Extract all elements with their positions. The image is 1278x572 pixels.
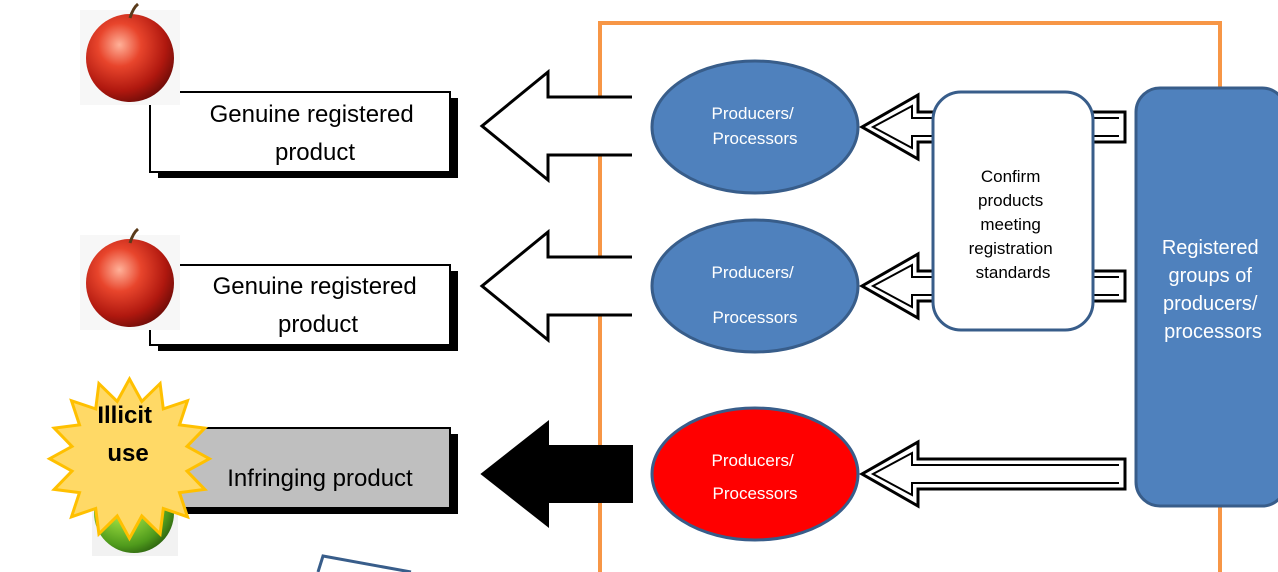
producers-ellipse-3 [650,406,860,542]
registered-groups-line-3: producers/ [1163,293,1258,315]
illicit-use-line-1: Illicit [97,402,152,429]
product-box-2 [149,264,451,346]
illicit-use-line-2: use [107,440,148,467]
producers-ellipse-3-label: Producers/ Processors [712,451,799,503]
registered-groups-box [1134,86,1278,508]
red-apple-icon [80,227,180,330]
confirm-line-3: meeting [980,215,1040,234]
output-arrow-2 [479,228,632,344]
producers-ellipse-2 [650,218,860,354]
output-arrow-1 [479,68,632,184]
product-box-3-line-1: Infringing product [227,465,413,492]
registered-groups-label: Registered groups of producers/ processo… [1162,237,1264,343]
product-box-1-line-2: product [275,139,355,166]
product-box-2-label: Genuine registered product [213,273,424,338]
confirm-standards-box [931,90,1095,332]
registered-groups-line-1: Registered [1162,237,1259,259]
illicit-use-label: Illicit use [97,402,158,467]
producers-ellipse-1-line-2: Processors [712,129,797,148]
red-apple-icon [80,2,180,105]
product-box-2-line-2: product [278,311,358,338]
producers-ellipse-1 [650,59,860,195]
product-box-1-label: Genuine registered product [210,101,421,166]
confirm-line-2: products [978,191,1043,210]
product-box-3-label: Infringing product [227,465,413,492]
confirm-line-5: standards [976,263,1051,282]
producers-ellipse-3-line-2: Processors [712,484,797,503]
registered-groups-line-2: groups of [1169,265,1253,287]
producers-ellipse-3-line-1: Producers/ [712,451,794,470]
double-arrow-row-3 [858,439,1127,509]
infringing-output-arrow [480,419,633,529]
confirm-line-4: registration [969,239,1053,258]
producers-ellipse-2-line-1: Producers/ [712,263,794,282]
producers-ellipse-1-label: Producers/ Processors [712,104,799,148]
producers-ellipse-1-line-1: Producers/ [712,104,794,123]
product-box-3 [149,427,451,509]
partial-callout-outline [316,554,412,572]
producers-ellipse-2-line-2: Processors [712,308,797,327]
product-box-1-line-1: Genuine registered [210,101,414,128]
product-box-1 [149,91,451,173]
registered-groups-line-4: processors [1164,321,1262,343]
product-box-2-line-1: Genuine registered [213,273,417,300]
producers-ellipse-2-label: Producers/ Processors [712,263,799,327]
starburst-icon [46,375,213,542]
confirm-standards-label: Confirm products meeting registration st… [969,167,1058,282]
confirm-line-1: Confirm [981,167,1041,186]
